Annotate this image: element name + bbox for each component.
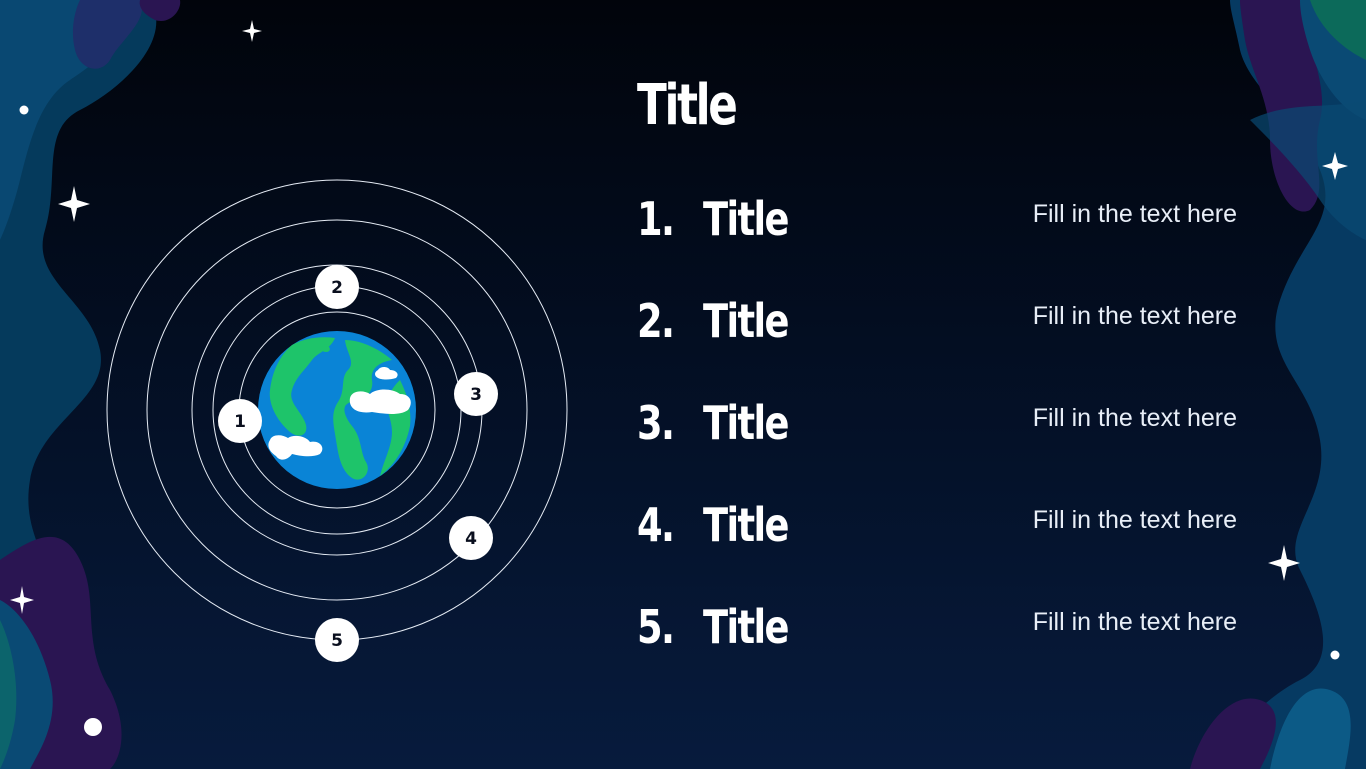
item-number: 4. xyxy=(637,498,675,552)
item-text: Fill in the text here xyxy=(1032,404,1237,432)
orbit-marker-5: 5 xyxy=(315,618,359,662)
item-text: Fill in the text here xyxy=(1032,506,1237,534)
orbit-marker-label: 3 xyxy=(470,385,482,405)
orbit-marker-label: 1 xyxy=(234,412,246,432)
orbit-marker-4: 4 xyxy=(449,516,493,560)
item-title: Title xyxy=(703,600,789,654)
list-item: 5. Title Fill in the text here xyxy=(637,604,1247,664)
orbit-marker-label: 5 xyxy=(331,631,343,651)
item-title: Title xyxy=(703,498,789,552)
item-text: Fill in the text here xyxy=(1032,200,1237,228)
earth-icon xyxy=(258,331,416,489)
orbit-marker-label: 4 xyxy=(465,529,477,549)
item-title: Title xyxy=(703,396,789,450)
list-item: 4. Title Fill in the text here xyxy=(637,502,1247,562)
list-item: 2. Title Fill in the text here xyxy=(637,298,1247,358)
item-number: 3. xyxy=(637,396,675,450)
item-text: Fill in the text here xyxy=(1032,608,1237,636)
list-item: 3. Title Fill in the text here xyxy=(637,400,1247,460)
item-number: 5. xyxy=(637,600,675,654)
item-title: Title xyxy=(703,192,789,246)
orbit-marker-1: 1 xyxy=(218,399,262,443)
item-number: 1. xyxy=(637,192,675,246)
slide-title: Title xyxy=(637,73,738,138)
item-number: 2. xyxy=(637,294,675,348)
orbit-marker-label: 2 xyxy=(331,278,343,298)
list-item: 1. Title Fill in the text here xyxy=(637,196,1247,256)
orbit-marker-3: 3 xyxy=(454,372,498,416)
orbit-ring-4 xyxy=(146,219,528,601)
item-text: Fill in the text here xyxy=(1032,302,1237,330)
item-title: Title xyxy=(703,294,789,348)
orbit-marker-2: 2 xyxy=(315,265,359,309)
